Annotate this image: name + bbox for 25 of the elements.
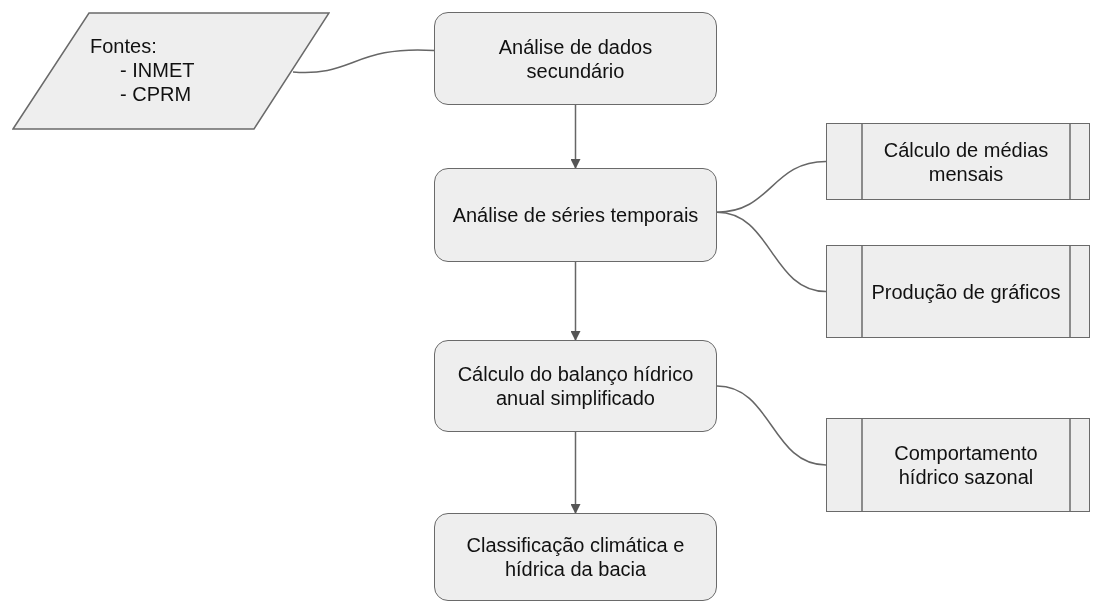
subprocess-box xyxy=(826,418,1090,512)
arrow xyxy=(570,431,581,514)
connector-line xyxy=(716,160,827,213)
arrow xyxy=(570,261,581,341)
connector-line xyxy=(716,211,827,293)
node-text: Cálculo do balanço hídrico anual simplificado xyxy=(456,362,695,410)
connector-line xyxy=(292,49,435,74)
subprocess-box xyxy=(826,123,1090,200)
list-item: - CPRM xyxy=(120,82,192,106)
data-parallelogram xyxy=(12,12,330,130)
node-text: Produção de gráficos xyxy=(871,279,1061,304)
process-box xyxy=(434,12,717,105)
subprocess-box xyxy=(826,245,1090,338)
process-box xyxy=(434,168,717,262)
node-text: Cálculo de médias mensais xyxy=(882,137,1050,186)
arrow xyxy=(570,104,581,169)
node-text: Análise de séries temporais xyxy=(452,203,699,227)
connector-line xyxy=(716,385,827,466)
node-text: Comportamento hídrico sazonal xyxy=(893,441,1039,489)
process-box xyxy=(434,513,717,601)
heading-text: Fontes: xyxy=(90,34,157,58)
node-text: Análise de dados secundário xyxy=(497,34,654,83)
process-box xyxy=(434,340,717,432)
list-item: - INMET xyxy=(120,58,195,82)
node-text: Classificação climática e hídrica da bacia xyxy=(465,533,686,581)
